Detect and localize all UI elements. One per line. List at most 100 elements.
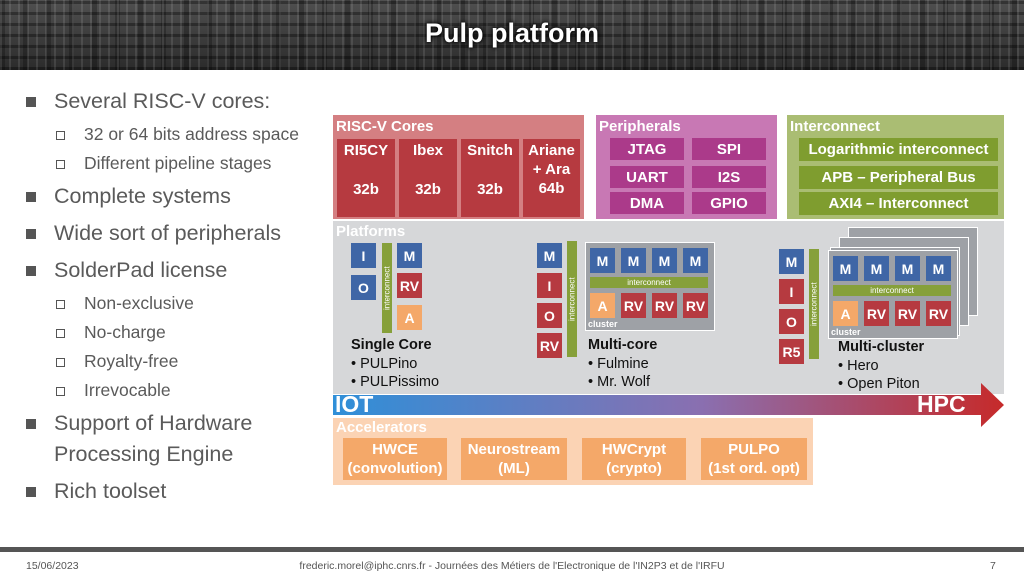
tile-m: M	[621, 248, 646, 273]
sub-bullet-item: Different pipeline stages	[22, 150, 327, 177]
bullet-item: Complete systems	[22, 181, 327, 212]
accelerators-panel: Accelerators HWCE (convolution) Neurostr…	[333, 418, 813, 485]
periph-dma: DMA	[610, 192, 684, 214]
footer-date: 15/06/2023	[26, 560, 79, 572]
tile-rv: RV	[864, 301, 889, 326]
slide-title: Pulp platform	[425, 18, 599, 48]
tile-m: M	[652, 248, 677, 273]
bullet-item: Rich toolset	[22, 476, 327, 507]
tile-m: M	[779, 249, 804, 274]
platform-item: Hero	[838, 358, 878, 374]
core-name: Ibex	[412, 142, 443, 159]
sub-bullet-item: 32 or 64 bits address space	[22, 121, 327, 148]
core-ibex: Ibex 32b	[399, 139, 457, 217]
interconnect-bar: interconnect	[567, 241, 577, 357]
core-snitch: Snitch 32b	[461, 139, 519, 217]
iot-hpc-arrow	[333, 383, 1004, 427]
periph-gpio: GPIO	[692, 192, 766, 214]
sub-bullet-item: Non-exclusive	[22, 290, 327, 317]
periph-i2s: I2S	[692, 166, 766, 188]
bullet-item: Wide sort of peripherals	[22, 218, 327, 249]
accel-name: HWCE	[372, 441, 418, 458]
platform-item: PULPissimo	[351, 374, 439, 390]
tile-a: A	[397, 305, 422, 330]
cluster-card: M M M M interconnect A RV RV RV cluster	[585, 242, 715, 331]
periph-uart: UART	[610, 166, 684, 188]
platform-item: PULPino	[351, 356, 417, 372]
cluster-card: M M M M interconnect A RV RV RV cluster	[828, 250, 958, 339]
platforms-panel: Platforms I O interconnect M RV A Single…	[333, 221, 1004, 394]
tile-rv: RV	[926, 301, 951, 326]
single-core-title: Single Core	[351, 337, 432, 353]
tile-m: M	[397, 243, 422, 268]
core-ri5cy: RI5CY 32b	[337, 139, 395, 217]
interconnect-bar: interconnect	[809, 249, 819, 359]
tile-m: M	[590, 248, 615, 273]
tile-m: M	[537, 243, 562, 268]
iot-label: IOT	[335, 391, 374, 417]
risc-v-cores-panel: RISC-V Cores RI5CY 32b Ibex 32b Snitch 3…	[333, 115, 584, 219]
core-name: Snitch	[467, 142, 513, 159]
tile-rv: RV	[397, 273, 422, 298]
tile-o: O	[351, 275, 376, 300]
footer-page: 7	[990, 560, 996, 572]
core-bits: 32b	[353, 181, 379, 198]
periph-jtag: JTAG	[610, 138, 684, 160]
accel-name: Neurostream	[467, 441, 561, 458]
accel-pulpo: PULPO (1st ord. opt)	[701, 438, 807, 480]
accel-neurostream: Neurostream (ML)	[461, 438, 567, 480]
tile-m: M	[895, 256, 920, 281]
interconnect-panel: Interconnect Logarithmic interconnect AP…	[787, 115, 1004, 219]
accel-name: PULPO	[728, 441, 780, 458]
interconnect-log: Logarithmic interconnect	[799, 138, 998, 161]
platforms-label: Platforms	[336, 223, 406, 240]
interconnect-bar: interconnect	[590, 277, 708, 288]
interconnect-axi4: AXI4 – Interconnect	[799, 192, 998, 215]
sub-bullet-item: Irrevocable	[22, 377, 327, 404]
core-name: Ariane + Ara	[528, 142, 575, 178]
sub-bullet-item: Royalty-free	[22, 348, 327, 375]
accelerators-label: Accelerators	[336, 419, 427, 436]
tile-i: I	[779, 279, 804, 304]
tile-m: M	[833, 256, 858, 281]
sub-bullet-item: No-charge	[22, 319, 327, 346]
platform-item: Mr. Wolf	[588, 374, 650, 390]
bullet-item: Support of Hardware Processing Engine	[22, 408, 327, 470]
tile-rv: RV	[895, 301, 920, 326]
core-bits: 64b	[538, 180, 565, 197]
core-bits: 32b	[415, 181, 441, 198]
tile-o: O	[537, 303, 562, 328]
interconnect-label: Interconnect	[790, 118, 881, 135]
accel-hwcrypt: HWCrypt (crypto)	[582, 438, 686, 480]
accel-desc: (convolution)	[347, 460, 443, 477]
tile-rv: RV	[683, 293, 708, 318]
tile-rv: RV	[621, 293, 646, 318]
interconnect-bar: interconnect	[833, 285, 951, 296]
tile-r5: R5	[779, 339, 804, 364]
platform-item: Fulmine	[588, 356, 649, 372]
bullet-item: Several RISC-V cores:	[22, 86, 327, 117]
tile-a: A	[590, 293, 615, 318]
tile-a: A	[833, 301, 858, 326]
core-name: RI5CY	[343, 142, 389, 159]
footer-center: frederic.morel@iphc.cnrs.fr - Journées d…	[299, 560, 725, 572]
footer-rule	[0, 547, 1024, 552]
interconnect-bar: interconnect	[382, 243, 392, 333]
interconnect-apb: APB – Peripheral Bus	[799, 166, 998, 189]
accel-desc: (ML)	[498, 460, 530, 477]
header-banner: Pulp platform	[0, 0, 1024, 70]
bullet-item: SolderPad license	[22, 255, 327, 286]
accel-name: HWCrypt	[601, 441, 667, 458]
accel-hwce: HWCE (convolution)	[343, 438, 447, 480]
tile-o: O	[779, 309, 804, 334]
tile-m: M	[864, 256, 889, 281]
cluster-label: cluster	[588, 319, 618, 329]
peripherals-panel: Peripherals JTAG SPI UART I2S DMA GPIO	[596, 115, 777, 219]
accel-desc: (crypto)	[606, 460, 662, 477]
core-ariane: Ariane + Ara 64b	[523, 139, 580, 217]
multi-cluster-title: Multi-cluster	[838, 339, 925, 355]
tile-m: M	[926, 256, 951, 281]
tile-rv: RV	[652, 293, 677, 318]
periph-spi: SPI	[692, 138, 766, 160]
tile-rv: RV	[537, 333, 562, 358]
